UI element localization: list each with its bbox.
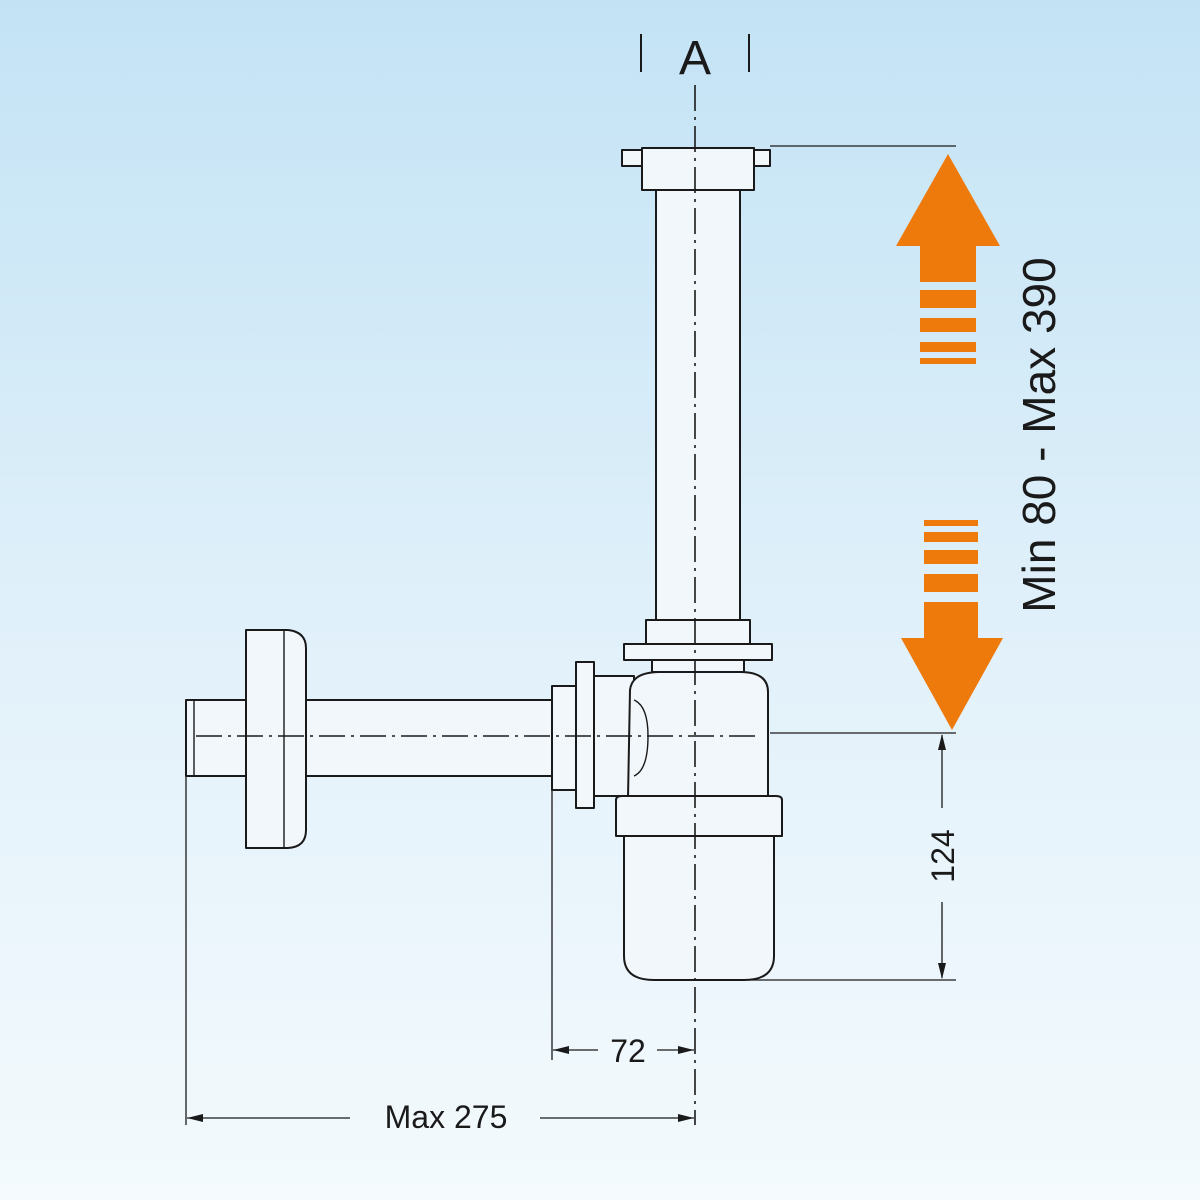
height-range-label: Min 80 - Max 390 bbox=[1013, 257, 1065, 612]
height-adjust-up-arrow bbox=[896, 154, 1000, 364]
offset-label: 72 bbox=[610, 1033, 646, 1069]
outlet-pipe bbox=[185, 699, 553, 777]
bottle-trap bbox=[615, 671, 783, 981]
outlet-nut bbox=[551, 661, 635, 809]
max-reach-label: Max 275 bbox=[385, 1099, 508, 1135]
dimension-trap-height: 124 bbox=[925, 734, 961, 979]
trap-height-label: 124 bbox=[925, 829, 961, 882]
tail-pipe bbox=[621, 147, 773, 673]
height-adjust-down-arrow bbox=[901, 520, 1003, 730]
wall-rosette bbox=[245, 629, 307, 849]
dimension-offset: 72 bbox=[553, 1033, 694, 1069]
section-label: A bbox=[679, 32, 711, 85]
section-marker: A bbox=[640, 32, 750, 85]
dimension-max-reach: Max 275 bbox=[187, 1099, 694, 1135]
